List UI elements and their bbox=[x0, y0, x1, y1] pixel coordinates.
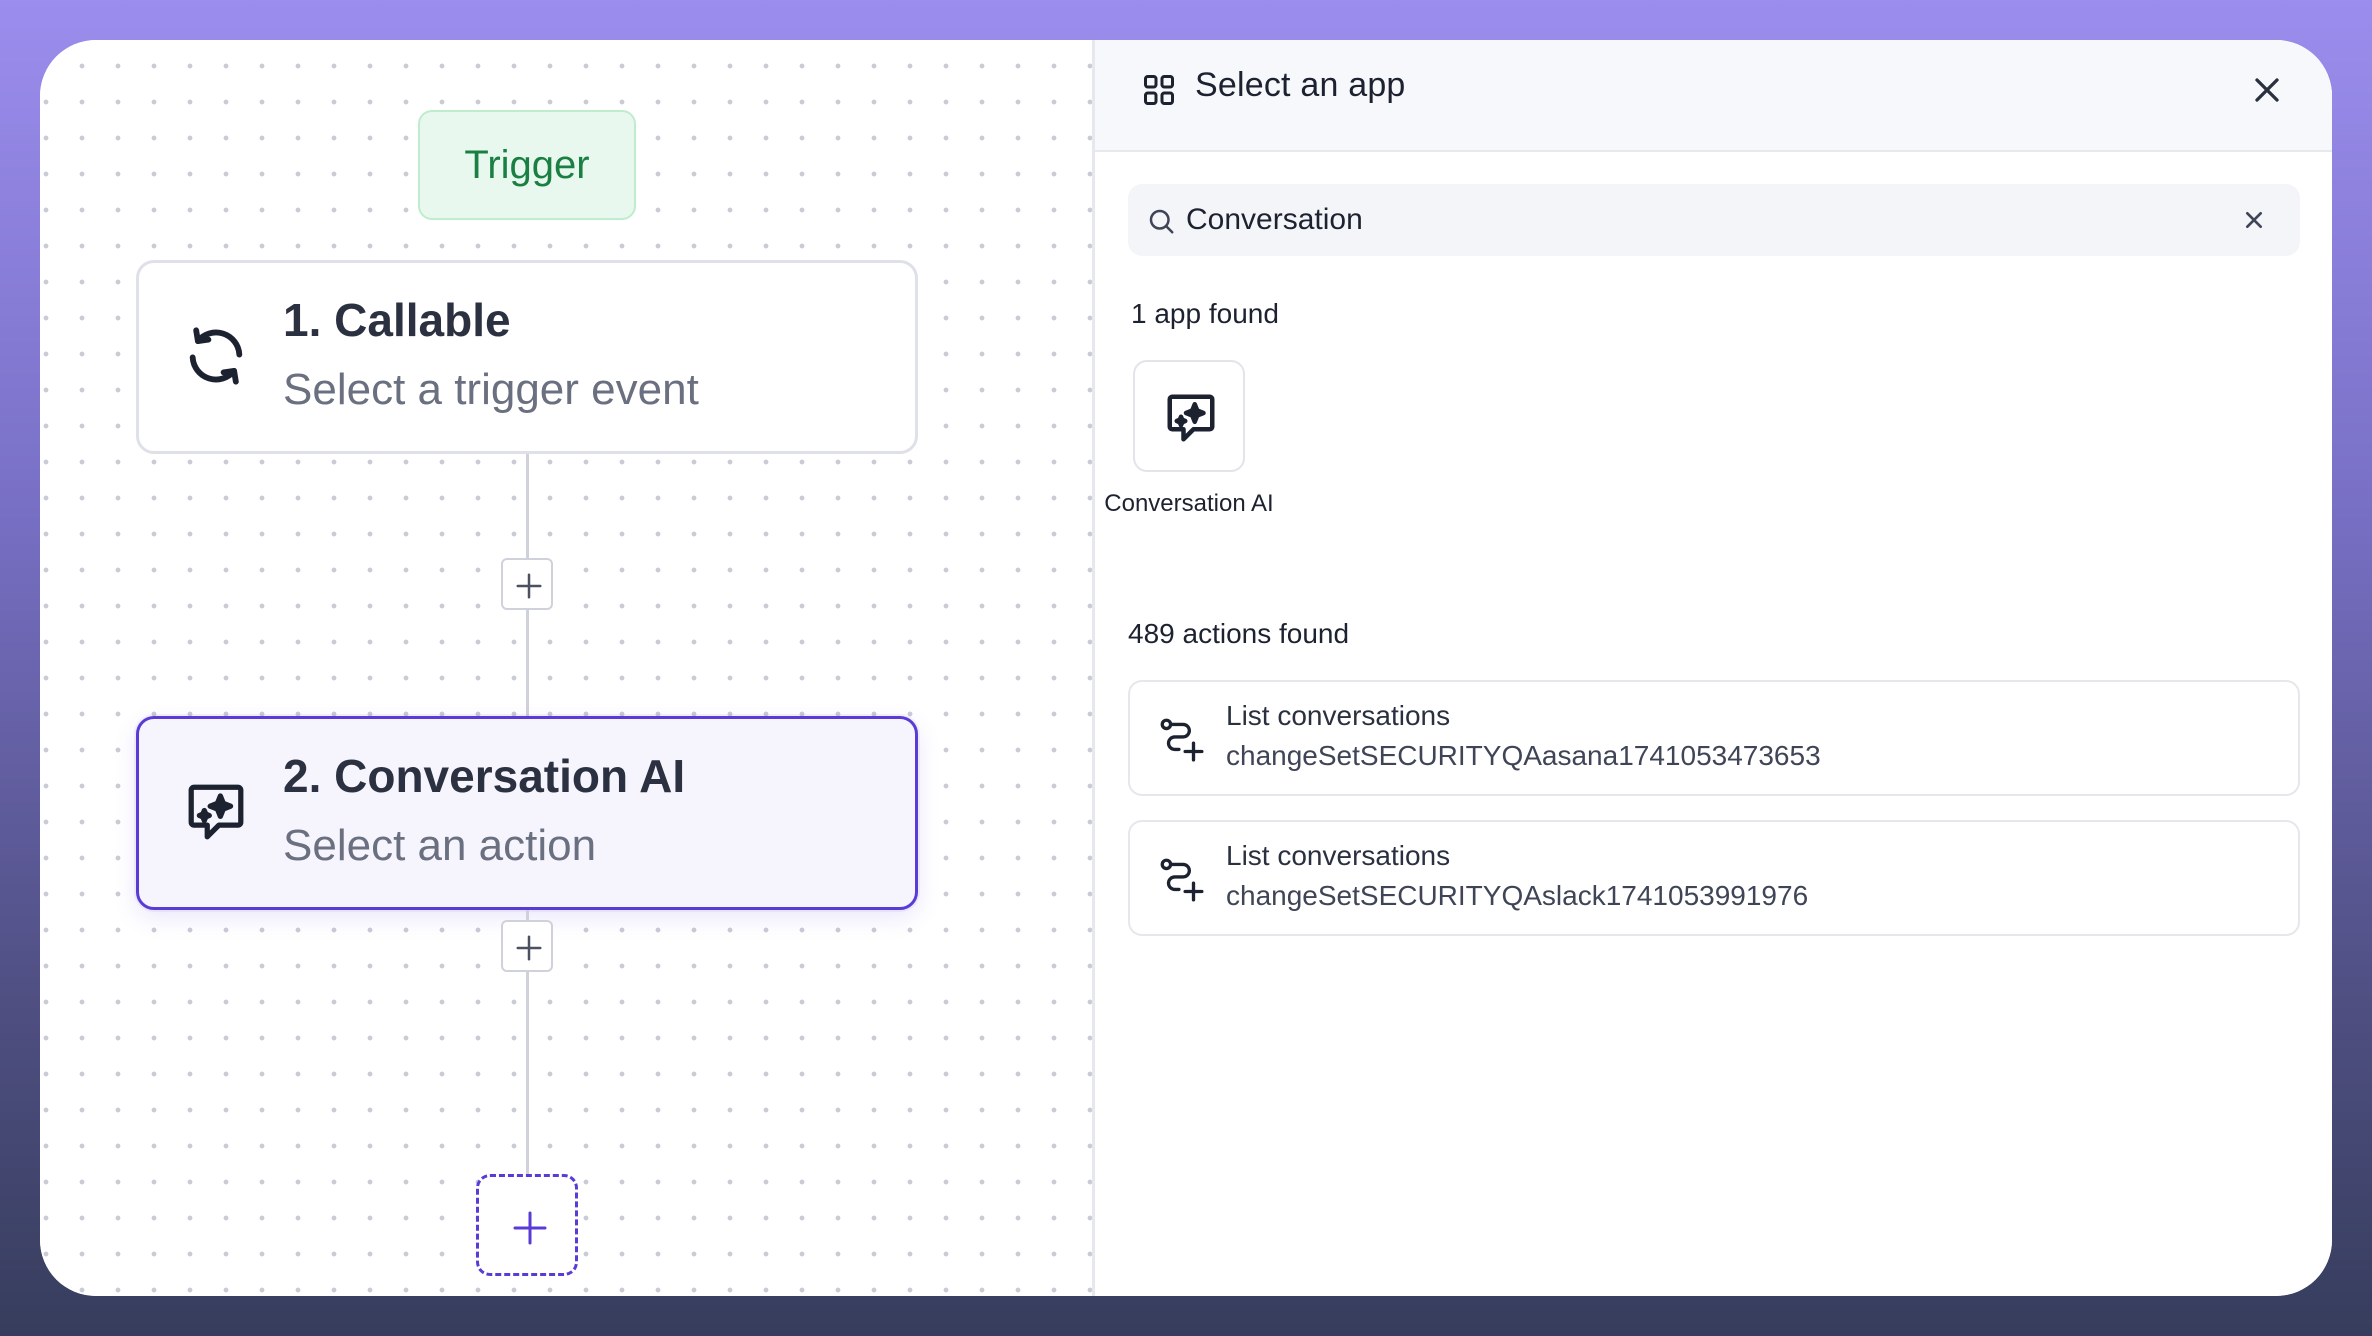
search-input[interactable] bbox=[1186, 194, 2216, 246]
trigger-badge: Trigger bbox=[418, 110, 636, 220]
action-item[interactable]: List conversations changeSetSECURITYQAas… bbox=[1128, 680, 2300, 796]
clear-search-icon[interactable] bbox=[2238, 204, 2270, 236]
select-app-panel: Select an app 1 app found bbox=[1095, 40, 2332, 1296]
refresh-icon bbox=[181, 321, 251, 396]
apps-found-count: 1 app found bbox=[1131, 298, 1279, 329]
app-tile-label: Conversation AI bbox=[1104, 490, 1274, 517]
search-box bbox=[1128, 184, 2300, 256]
action-item[interactable]: List conversations changeSetSECURITYQAsl… bbox=[1128, 820, 2300, 936]
app-tile-conversation-ai[interactable] bbox=[1133, 360, 1245, 472]
connector-line bbox=[526, 454, 529, 558]
close-icon[interactable] bbox=[2247, 70, 2287, 110]
route-plus-icon bbox=[1156, 714, 1206, 769]
workflow-canvas[interactable]: Trigger 1. Callable Select a trigger eve… bbox=[40, 40, 1092, 1296]
ai-chat-icon bbox=[1167, 394, 1215, 442]
node-title: 2. Conversation AI bbox=[283, 750, 686, 802]
panel-title: Select an app bbox=[1195, 66, 1406, 104]
action-subtitle: changeSetSECURITYQAasana1741053473653 bbox=[1226, 740, 1821, 771]
add-step-button[interactable] bbox=[501, 920, 553, 972]
action-title: List conversations bbox=[1226, 840, 1451, 871]
app-window: Trigger 1. Callable Select a trigger eve… bbox=[40, 40, 2332, 1296]
workflow-node-callable[interactable]: 1. Callable Select a trigger event bbox=[136, 260, 918, 454]
panel-header: Select an app bbox=[1095, 40, 2332, 152]
connector-line bbox=[526, 610, 529, 716]
apps-grid-icon bbox=[1141, 72, 1177, 108]
add-step-button[interactable] bbox=[501, 558, 553, 610]
connector-line bbox=[526, 972, 529, 1174]
add-new-step-button[interactable] bbox=[476, 1174, 578, 1276]
ai-chat-icon bbox=[181, 777, 251, 852]
workflow-node-conversation-ai[interactable]: 2. Conversation AI Select an action bbox=[136, 716, 918, 910]
route-plus-icon bbox=[1156, 854, 1206, 909]
node-subtitle: Select an action bbox=[283, 821, 597, 870]
actions-found-count: 489 actions found bbox=[1128, 618, 1350, 649]
action-title: List conversations bbox=[1226, 700, 1451, 731]
panel-divider bbox=[1092, 40, 1095, 1296]
node-title: 1. Callable bbox=[283, 294, 511, 346]
node-subtitle: Select a trigger event bbox=[283, 365, 699, 414]
action-subtitle: changeSetSECURITYQAslack1741053991976 bbox=[1226, 880, 1809, 911]
search-icon bbox=[1146, 206, 1176, 236]
